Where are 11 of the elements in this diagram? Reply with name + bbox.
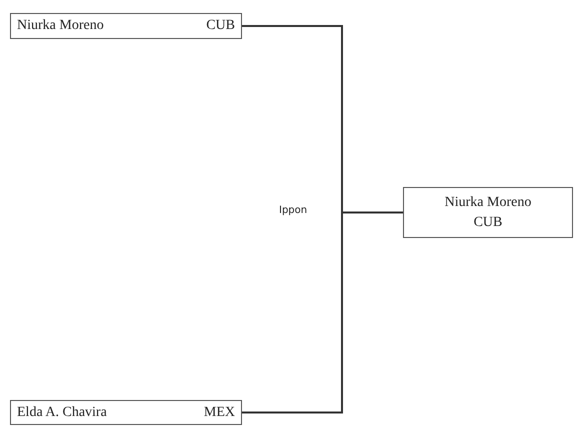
country-code: MEX (204, 404, 235, 420)
athlete-name: Niurka Moreno (444, 194, 532, 212)
name-box (10, 13, 242, 39)
athlete-name: Niurka Moreno (17, 18, 104, 34)
athlete-name: Elda A. Chavira (17, 404, 107, 420)
result-label: Ippon (279, 205, 308, 216)
name-box (403, 187, 573, 238)
bracket-line (242, 212, 403, 414)
name-box (10, 400, 242, 425)
country-code: CUB (206, 18, 235, 34)
country-code: CUB (474, 214, 502, 232)
